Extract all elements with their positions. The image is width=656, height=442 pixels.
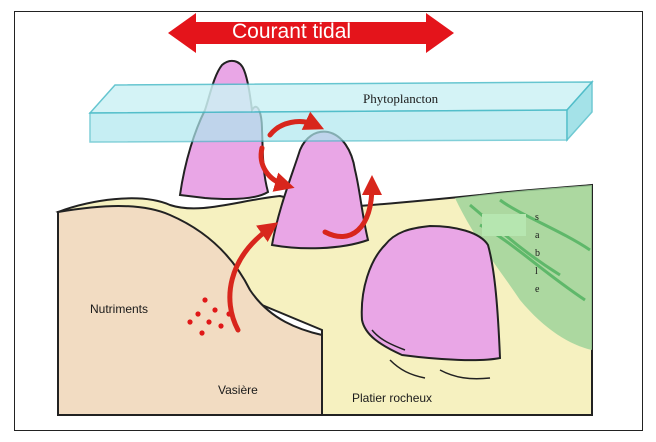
sable-letter: l [535,266,538,277]
tidal-current-title: Courant tidal [232,20,351,44]
sable-letter: e [535,284,539,295]
sable-letter: b [535,248,540,259]
sable-letter: s [535,212,539,223]
phytoplancton-front [90,110,567,142]
sable-tag-bg [482,214,526,236]
phytoplancton-label: Phytoplancton [363,91,438,107]
phytoplancton-top [90,82,592,113]
vasiere-label: Vasière [218,383,258,397]
sable-letter: a [535,230,539,241]
nutriments-label: Nutriments [90,302,148,316]
platier-rocheux-label: Platier rocheux [352,391,432,405]
